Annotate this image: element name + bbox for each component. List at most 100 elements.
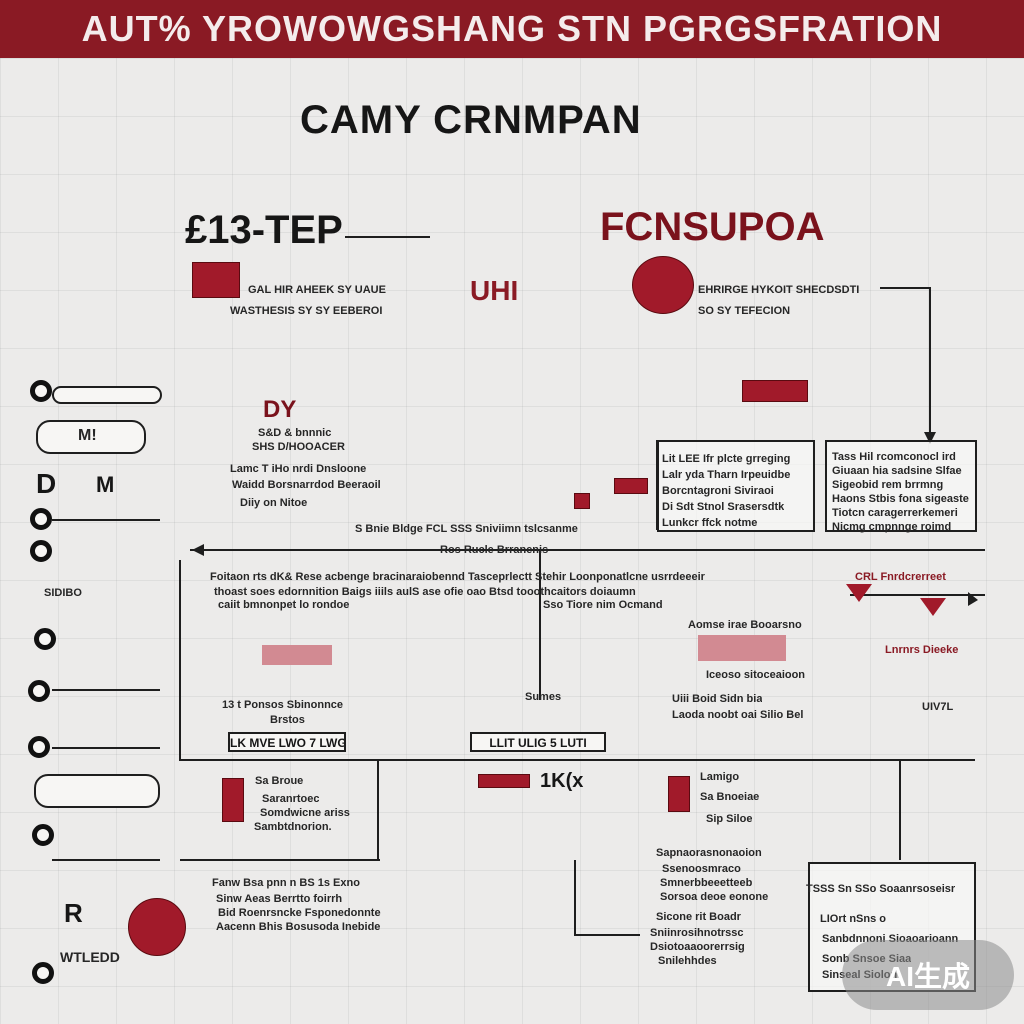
step-line-1: GAL HIR AHEEK SY UAUE (248, 284, 386, 296)
left-node-4 (34, 628, 56, 650)
fons-connector (880, 287, 931, 440)
low-e-2: LIOrt nSns o (820, 913, 886, 925)
lower-mid-bracket (574, 860, 640, 936)
low-d-8: Snilehhdes (658, 955, 717, 967)
left-label-3: M (96, 472, 115, 497)
left-label-1: M! (78, 428, 97, 443)
mid-a-4: Laoda noobt oai Silio Bel (672, 709, 804, 721)
left-node-5 (28, 680, 50, 702)
low-d-4: Sorsoa deoe eonone (660, 891, 769, 903)
box2-line-5: Tiotcn caragerrerkemeri (832, 507, 958, 519)
box2-line-6: Nicmg cmpnnge roimd (832, 521, 952, 533)
low-e-1: TSSS Sn SSo Soaanrsoseisr (806, 883, 956, 895)
mid-left-1: Lamc T iHo nrdi Dnsloone (230, 463, 367, 475)
box2-line-4: Haons Stbis fona sigeaste (832, 493, 969, 505)
right-arrow (968, 592, 978, 606)
box1-line-1: Lit LEE Ifr plcte grreging (662, 453, 791, 465)
rail-arrow-left (192, 544, 204, 556)
low-b-2: Sa Bnoeiae (700, 791, 760, 803)
mid-a-2: Iceoso sitoceaioon (706, 669, 806, 681)
box1-line-2: Lalr yda Tharn Irpeuidbe (662, 469, 791, 481)
fons-line-2: SO SY TEFECION (698, 305, 791, 317)
dy-line-2: SHS D/HOOACER (252, 441, 345, 453)
rail-label-6: Sso Tiore nim Ocmand (543, 599, 663, 611)
box2-line-3: Sigeobid rem brrmng (832, 479, 944, 491)
mid-b-2: Brstos (270, 714, 305, 726)
mid-red-tag (742, 380, 808, 402)
left-pill-1 (52, 386, 162, 404)
rail-label-1: S Bnie Bldge FCL SSS Sniviimn tslcsanme (355, 523, 578, 535)
bottom-red-emblem (128, 898, 186, 956)
box-one (657, 440, 815, 532)
left-node-7 (32, 824, 54, 846)
mid-red-dot (574, 493, 590, 509)
left-node-2 (30, 508, 52, 530)
red-marker-1 (846, 584, 872, 602)
dy-heading: DY (263, 396, 297, 423)
low-b-3: Sip Siloe (706, 813, 753, 825)
left-node-8 (32, 962, 54, 984)
left-small-1: SIDIBO (44, 587, 82, 599)
left-label-2: D (36, 468, 57, 499)
low-a-3: Somdwicne ariss (260, 807, 350, 819)
box1-line-5: Lunkcr ffck notme (662, 517, 758, 529)
banner-title: AUT% YROWOWGSHANG STN PGRGSFRATION (81, 8, 943, 49)
left-pill-2 (36, 420, 146, 454)
low-c-2: Sinw Aeas Berrtto foirrh (216, 893, 343, 905)
fons-line-1: EHRIRGE HYKOIT SHECDSDTI (698, 284, 860, 296)
lower-rail (179, 560, 975, 761)
rail-label-4: caiit bmnonpet lo rondoe (218, 599, 350, 611)
fonsupoa-heading: FCNSUPOA (600, 205, 825, 249)
box1-line-3: Borcntagroni Siviraoi (662, 485, 774, 497)
low-red-block-2 (668, 776, 690, 812)
box2-line-1: Tass Hil rcomconocl ird (832, 451, 956, 463)
box1-line-4: Di Sdt Stnol Srasersdtk (662, 501, 785, 513)
red-marker-2 (920, 598, 946, 616)
rail-label-3: thoast soes edornnition Baigs iiils aulS… (214, 586, 636, 598)
low-d-7: Dsiotoaaoorerrsig (650, 941, 745, 953)
left-pill-3 (34, 774, 160, 808)
uhi-heading: UHI (470, 275, 519, 306)
left-label-4: R (64, 898, 83, 928)
mid-red-dot-2 (614, 478, 648, 494)
pink-strip-2 (698, 635, 786, 661)
sub-label: Sumes (525, 691, 562, 703)
low-b-1: Lamigo (700, 771, 740, 783)
low-d-1: Sapnaorasnonaoion (656, 847, 762, 859)
cl-label: CRL Fnrdcrerreet (855, 571, 946, 583)
rail-label-5: Ros Rucle Brranenis (440, 544, 549, 556)
low-d-6: Sniinrosihnotrssc (650, 927, 744, 939)
low-d-3: Smnerbbeeetteeb (660, 877, 753, 889)
pink-strip (262, 645, 332, 665)
low-a-4: Sambtdnorion. (254, 821, 332, 833)
stamp-text: 1K(x (540, 770, 584, 792)
subtitle: CAMY CRNMPAN (300, 98, 642, 142)
pill-label-box: LK MVE LWO 7 LWG (228, 732, 346, 752)
left-small-2: WTLEDD (60, 950, 120, 965)
low-c-4: Aacenn Bhis Bosusoda Inebide (216, 921, 381, 933)
mid-b-1: 13 t Ponsos Sbinonnce (222, 699, 344, 711)
low-d-5: Sicone rit Boadr (656, 911, 741, 923)
fons-arrow-down (924, 432, 936, 444)
low-d-2: Ssenoosmraco (662, 863, 741, 875)
mid-a-3: Uiii Boid Sidn bia (672, 693, 763, 705)
left-node-1 (30, 380, 52, 402)
low-c-1: Fanw Bsa pnn n BS 1s Exno (212, 877, 360, 889)
ai-generated-watermark: AI生成 (842, 940, 1014, 1010)
mid-left-3: Diiy on Nitoe (240, 497, 308, 509)
mid-left-2: Waidd Borsnarrdod Beeraoil (232, 479, 381, 491)
top-banner: AUT% YROWOWGSHANG STN PGRGSFRATION (0, 0, 1024, 58)
mid-a-1: Aomse irae Booarsno (688, 619, 802, 631)
low-red-block (222, 778, 244, 822)
low-a-2: Saranrtoec (262, 793, 320, 805)
left-node-3 (30, 540, 52, 562)
box-two (825, 440, 977, 532)
cl-sub: Lnrnrs Dieeke (885, 644, 959, 656)
step-line-2: WASTHESIS SY SY EEBEROI (230, 305, 383, 317)
low-c-3: Bid Roenrsncke Fsponedonnte (218, 907, 381, 919)
fons-red-emblem (632, 256, 694, 314)
rail-label-2: Foitaon rts dK& Rese acbenge bracinaraio… (210, 571, 705, 583)
stamp-chip (478, 774, 530, 788)
low-f-1: UIV7L (922, 701, 954, 713)
step-red-chip (192, 262, 240, 298)
